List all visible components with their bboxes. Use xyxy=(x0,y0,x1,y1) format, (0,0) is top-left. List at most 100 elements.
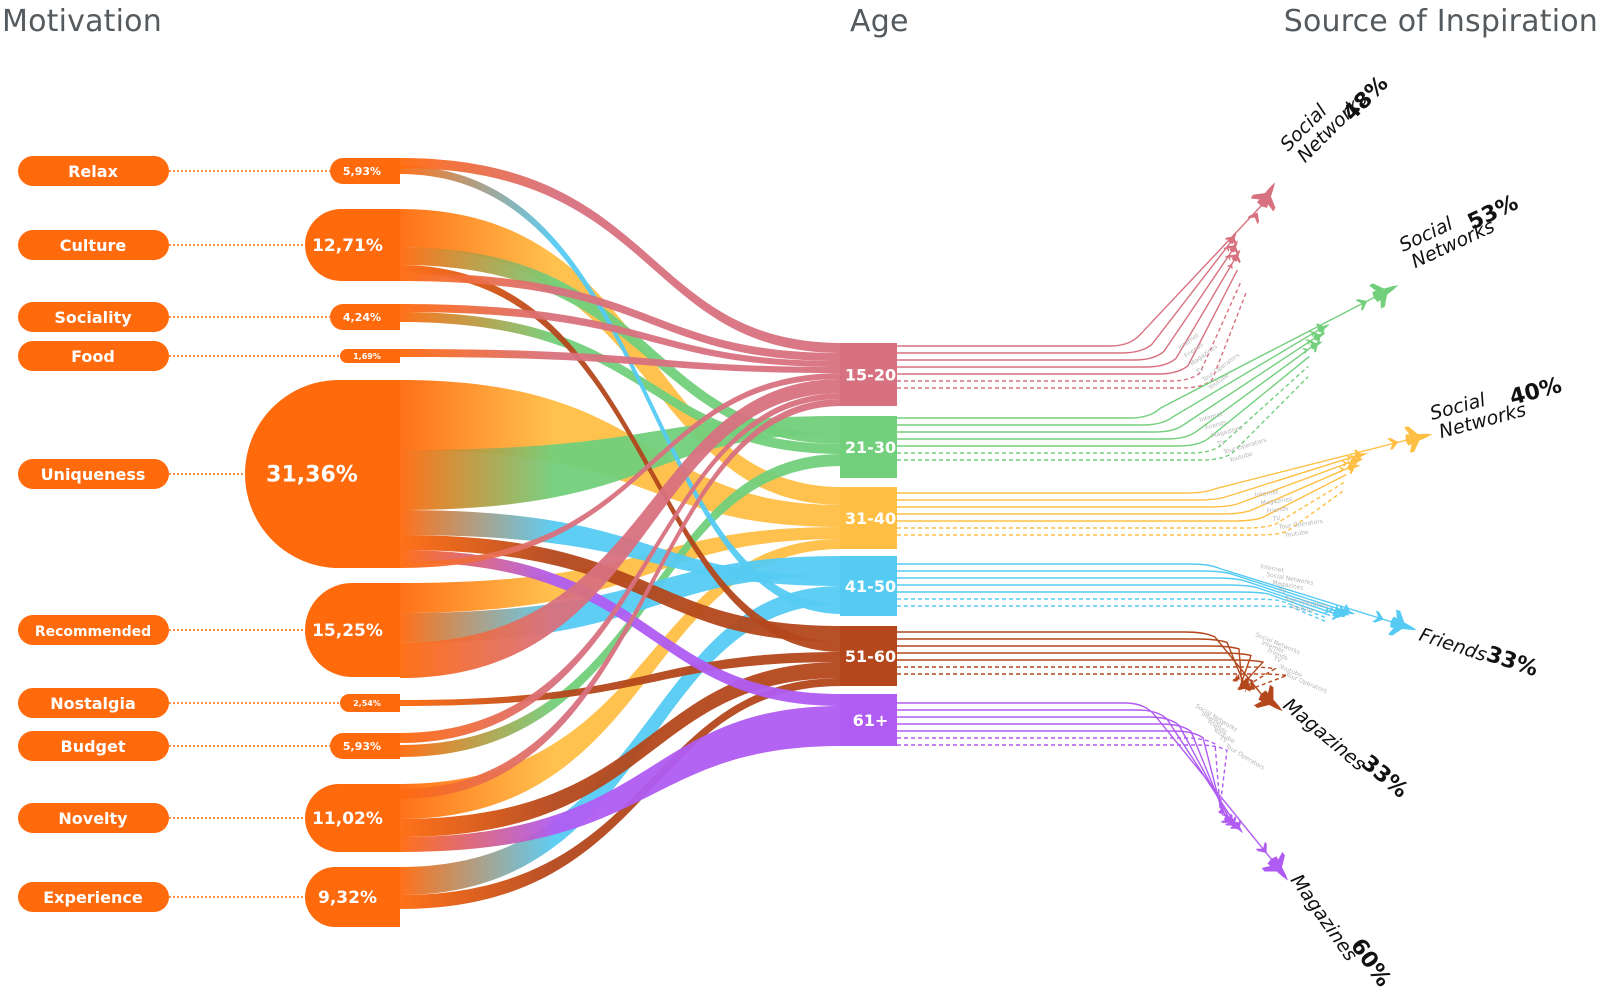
source-line xyxy=(897,673,1288,692)
minor-source-label: TV xyxy=(1194,365,1206,376)
source-line xyxy=(897,481,1346,529)
motivation-pill xyxy=(18,302,169,332)
source-line xyxy=(897,563,1393,623)
source-line xyxy=(897,716,1231,821)
motivation-percent: 2,54% xyxy=(353,699,381,708)
plane-icon xyxy=(1243,678,1283,712)
source-line xyxy=(897,631,1263,696)
age-node-bar xyxy=(840,556,897,616)
age-node-bar xyxy=(840,694,897,746)
source-line xyxy=(897,461,1352,508)
small-plane-icon xyxy=(1328,605,1350,619)
age-node-41-50: 41-50 xyxy=(840,556,897,616)
motivation-recommended: Recommended 15,25% xyxy=(18,583,400,677)
age-label: 61+ xyxy=(853,711,889,730)
motivation-percent: 15,25% xyxy=(312,621,383,641)
minor-source-label: TV xyxy=(1277,587,1288,596)
source-line xyxy=(897,355,1310,447)
source-line xyxy=(897,702,1273,861)
source-line xyxy=(897,489,1346,536)
minor-source-label: TV xyxy=(1271,655,1283,665)
motivation-uniqueness: Uniqueness 31,36% xyxy=(18,380,400,568)
motivation-label: Recommended xyxy=(35,624,151,640)
age-label: 15-20 xyxy=(845,366,896,385)
age-node-bar xyxy=(840,487,897,549)
motivation-bubble xyxy=(340,349,400,363)
flow-novelty-to-61 xyxy=(400,706,842,852)
motivation-bubble xyxy=(330,733,400,759)
age-label: 41-50 xyxy=(845,577,896,596)
source-percent: 60% xyxy=(1345,934,1396,991)
small-plane-icon xyxy=(1223,231,1237,252)
source-line xyxy=(897,591,1331,617)
motivation-percent: 31,36% xyxy=(266,463,358,488)
motivation-label: Uniqueness xyxy=(41,465,146,484)
source-line xyxy=(897,666,1277,689)
motivation-pill xyxy=(18,803,169,833)
plane-icon xyxy=(1355,283,1399,311)
source-name: Friends xyxy=(1416,624,1489,666)
source-line xyxy=(897,605,1327,623)
small-plane-icon xyxy=(1302,340,1323,354)
motivation-label: Experience xyxy=(43,888,143,907)
motivation-percent: 5,93% xyxy=(343,165,381,178)
source-line xyxy=(897,204,1263,347)
motivation-pill xyxy=(18,688,169,718)
age-label: 21-30 xyxy=(845,438,896,457)
flow-food-to-15-20 xyxy=(400,349,842,373)
age-node-21-30: 21-30 xyxy=(840,416,897,478)
flow-culture-to-21-30 xyxy=(400,247,842,444)
minor-source-label: TV xyxy=(1217,734,1229,745)
motivation-label: Sociality xyxy=(54,308,132,327)
motivation-bubble xyxy=(245,380,400,568)
source-line xyxy=(897,290,1248,389)
minor-source-label: Youtube xyxy=(1283,529,1309,539)
motivation-label: Budget xyxy=(61,737,126,756)
age-node-bar xyxy=(840,416,897,478)
flow-uniqueness-to-51-60 xyxy=(400,535,842,642)
motivation-sociality: Sociality 4,24% xyxy=(18,302,400,332)
age-header: Age xyxy=(850,4,909,39)
motivation-percent: 4,24% xyxy=(343,311,381,324)
flow-novelty-to-51-60 xyxy=(400,662,842,837)
motivation-pill xyxy=(18,731,169,761)
source-line xyxy=(897,737,1222,814)
small-plane-icon xyxy=(1333,604,1356,618)
plane-icon xyxy=(1247,182,1276,225)
plane-icon xyxy=(1387,426,1433,453)
source-line xyxy=(897,730,1224,816)
small-plane-icon xyxy=(1341,455,1364,468)
motivation-bubble xyxy=(305,784,400,852)
source-line xyxy=(897,242,1232,354)
minor-source-label: Magazines xyxy=(1260,496,1292,507)
motivation-header: Motivation xyxy=(2,4,162,39)
motivation-bubble xyxy=(305,867,400,927)
motivation-label: Novelty xyxy=(58,809,128,828)
motivation-label: Nostalgia xyxy=(50,694,136,713)
flow-culture-to-31-40 xyxy=(400,209,842,505)
small-plane-icon xyxy=(1338,461,1361,475)
source-line xyxy=(897,659,1265,687)
source-line xyxy=(897,337,1315,433)
motivation-bubble xyxy=(330,158,400,184)
source-line xyxy=(897,455,1356,501)
minor-source-label: Internet xyxy=(1260,563,1285,574)
small-plane-icon xyxy=(1305,331,1326,345)
minor-source-label: TV xyxy=(1271,515,1282,523)
source-name: Magazines xyxy=(1279,694,1370,776)
small-plane-icon xyxy=(1227,249,1241,270)
source-line xyxy=(897,467,1349,515)
source-line xyxy=(897,439,1408,494)
motivation-pill xyxy=(18,615,169,645)
source-line xyxy=(897,279,1243,382)
motivation-percent: 1,69% xyxy=(353,352,381,361)
source-line xyxy=(897,570,1344,612)
flow-nostalgia-to-51-60 xyxy=(400,652,842,706)
flow-experience-to-41-50 xyxy=(400,586,842,895)
